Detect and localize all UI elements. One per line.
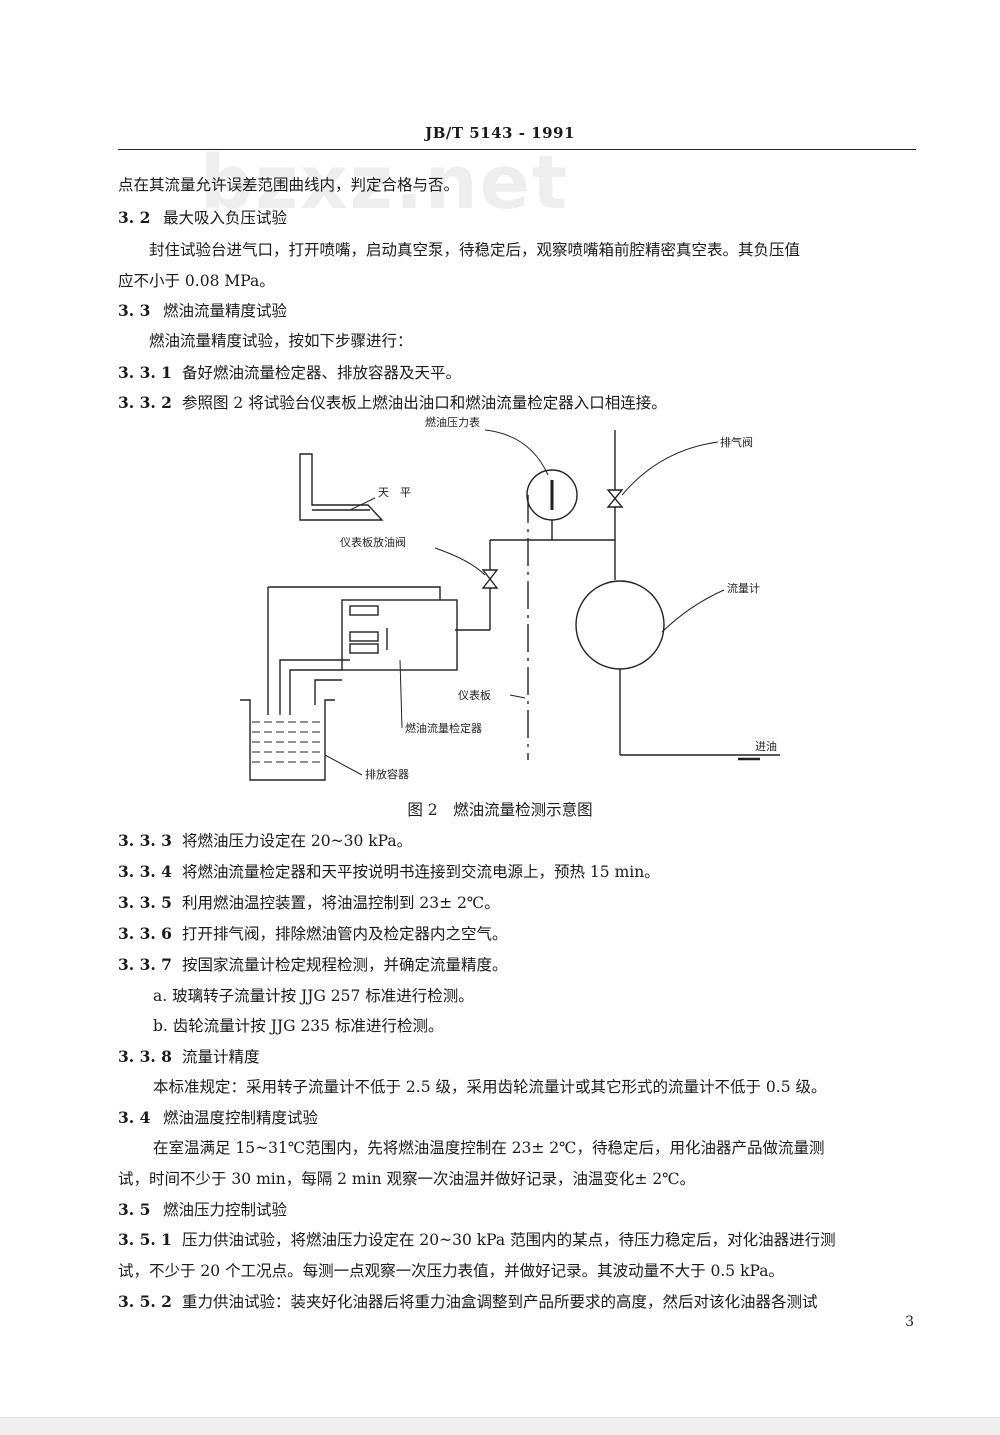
label-balance: 天 平 xyxy=(378,486,411,499)
flow-calibrator-box xyxy=(341,599,458,671)
paragraph-line: 应不小于 0.08 MPa。 xyxy=(118,272,275,290)
balance-shape xyxy=(299,453,384,521)
label-oil-inlet: 进油 xyxy=(755,739,777,753)
paragraph-line: 燃油流量精度试验，按如下步骤进行： xyxy=(149,332,413,350)
page-number: 3 xyxy=(905,1314,914,1330)
label-vent-valve: 排气阀 xyxy=(720,435,753,449)
label-panel-drain-valve: 仪表板放油阀 xyxy=(340,535,406,549)
label-flow-calibrator: 燃油流量检定器 xyxy=(405,721,482,735)
drain-valve-symbol xyxy=(481,569,499,589)
label-drain-container: 排放容器 xyxy=(365,767,409,781)
paragraph-line: 试，不少于 20 个工况点。每测一点观察一次压力表值，并做好记录。其波动量不大于… xyxy=(118,1262,784,1280)
paragraph-line: 点在其流量允许误差范围曲线内，判定合格与否。 xyxy=(118,176,460,194)
fuel-flow-diagram: 天 平 燃油压力表 排气阀 仪表板放油阀 流量计 进油 仪表板 燃油流量检定器 xyxy=(240,415,780,781)
vent-valve-symbol xyxy=(606,489,624,508)
label-flowmeter: 流量计 xyxy=(727,581,760,595)
list-item: b. 齿轮流量计按 JJG 235 标准进行检测。 xyxy=(153,1017,444,1035)
paragraph-line: 本标准规定：采用转子流量计不低于 2.5 级，采用齿轮流量计或其它形式的流量计不… xyxy=(153,1078,827,1096)
paragraph-line: 封住试验台进气口，打开喷嘴，启动真空泵，待稳定后，观察喷嘴箱前腔精密真空表。其负… xyxy=(149,241,801,259)
drain-container xyxy=(240,699,335,781)
paragraph-line: 在室温满足 15~31℃范围内，先将燃油温度控制在 23± 2℃，待稳定后，用化… xyxy=(153,1139,825,1157)
flowmeter-circle xyxy=(575,580,665,670)
label-panel: 仪表板 xyxy=(458,688,491,702)
paragraph-line: 试，时间不少于 30 min，每隔 2 min 观察一次油温并做好记录，油温变化… xyxy=(118,1170,696,1188)
label-pressure-gauge: 燃油压力表 xyxy=(425,415,480,429)
viewer-bottom-bar xyxy=(0,1417,1000,1435)
watermark: bzxz.net xyxy=(200,140,570,226)
header-rule xyxy=(118,149,916,150)
standard-header: JB/T 5143 - 1991 xyxy=(425,124,575,142)
list-item: a. 玻璃转子流量计按 JJG 257 标准进行检测。 xyxy=(153,987,474,1005)
figure-caption: 图 2 燃油流量检测示意图 xyxy=(407,801,593,819)
